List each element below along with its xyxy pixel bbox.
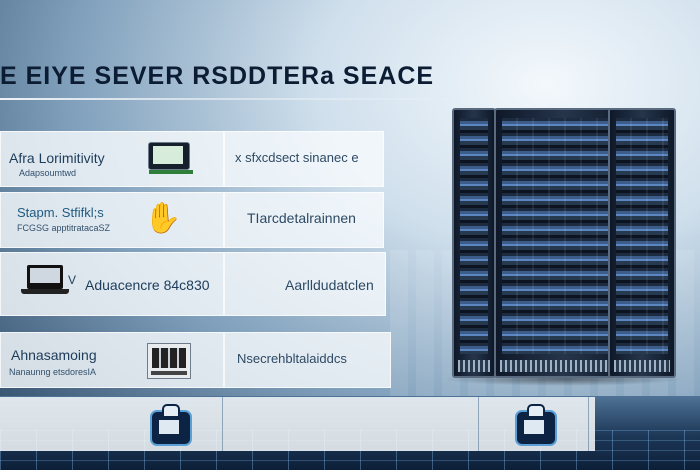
service-card-1[interactable]: Afra Lorimitivity Adapsoumtwd bbox=[0, 131, 224, 187]
server-cabinet bbox=[608, 108, 676, 378]
handshake-icon: ✋ bbox=[144, 202, 182, 235]
service-title: Stapm. Stfifkl;s bbox=[17, 205, 104, 220]
laptop-icon bbox=[21, 265, 69, 294]
service-card-2[interactable]: Stapm. Stfifkl;s FCGSG apptitratacaSZ ✋ bbox=[0, 192, 224, 248]
service-subtitle: Nanaunng etsdoresIA bbox=[9, 367, 97, 377]
server-cabinet bbox=[452, 108, 496, 378]
detail-label: x sfxcdsect sinanec e bbox=[235, 150, 359, 165]
service-title: Afra Lorimitivity bbox=[9, 150, 105, 166]
arrow-icon: V bbox=[68, 273, 77, 287]
page-title: E EIYE SEVER RSDDTERa SEACE bbox=[0, 62, 435, 90]
detail-card-4[interactable]: Nsecrehbltalaiddcs bbox=[224, 332, 391, 388]
service-title: Ahnasamoing bbox=[11, 347, 97, 363]
control-console-icon bbox=[147, 343, 191, 379]
divider bbox=[588, 397, 589, 451]
detail-label: Aarlldudatclen bbox=[285, 277, 374, 293]
calendar-briefcase-icon[interactable] bbox=[150, 404, 192, 446]
service-subtitle: FCGSG apptitratacaSZ bbox=[17, 223, 111, 233]
service-subtitle: Adapsoumtwd bbox=[19, 168, 77, 178]
calendar-briefcase-icon[interactable] bbox=[515, 404, 557, 446]
title-underline bbox=[0, 98, 470, 100]
divider bbox=[478, 397, 479, 451]
divider bbox=[222, 397, 223, 451]
service-card-4[interactable]: Ahnasamoing Nanaunng etsdoresIA bbox=[0, 332, 224, 388]
detail-card-2[interactable]: TIarcdetalrainnen bbox=[224, 192, 384, 248]
detail-label: Nsecrehbltalaiddcs bbox=[237, 351, 347, 366]
service-card-3[interactable]: V Aduacencre 84c830 bbox=[0, 252, 224, 316]
detail-card-1[interactable]: x sfxcdsect sinanec e bbox=[224, 131, 384, 187]
detail-card-3[interactable]: Aarlldudatclen bbox=[224, 252, 386, 316]
server-rack-image bbox=[442, 108, 684, 386]
bottom-toolbar bbox=[0, 397, 595, 451]
tablet-icon bbox=[148, 142, 193, 174]
service-title: Aduacencre 84c830 bbox=[85, 277, 210, 293]
detail-label: TIarcdetalrainnen bbox=[247, 210, 356, 226]
